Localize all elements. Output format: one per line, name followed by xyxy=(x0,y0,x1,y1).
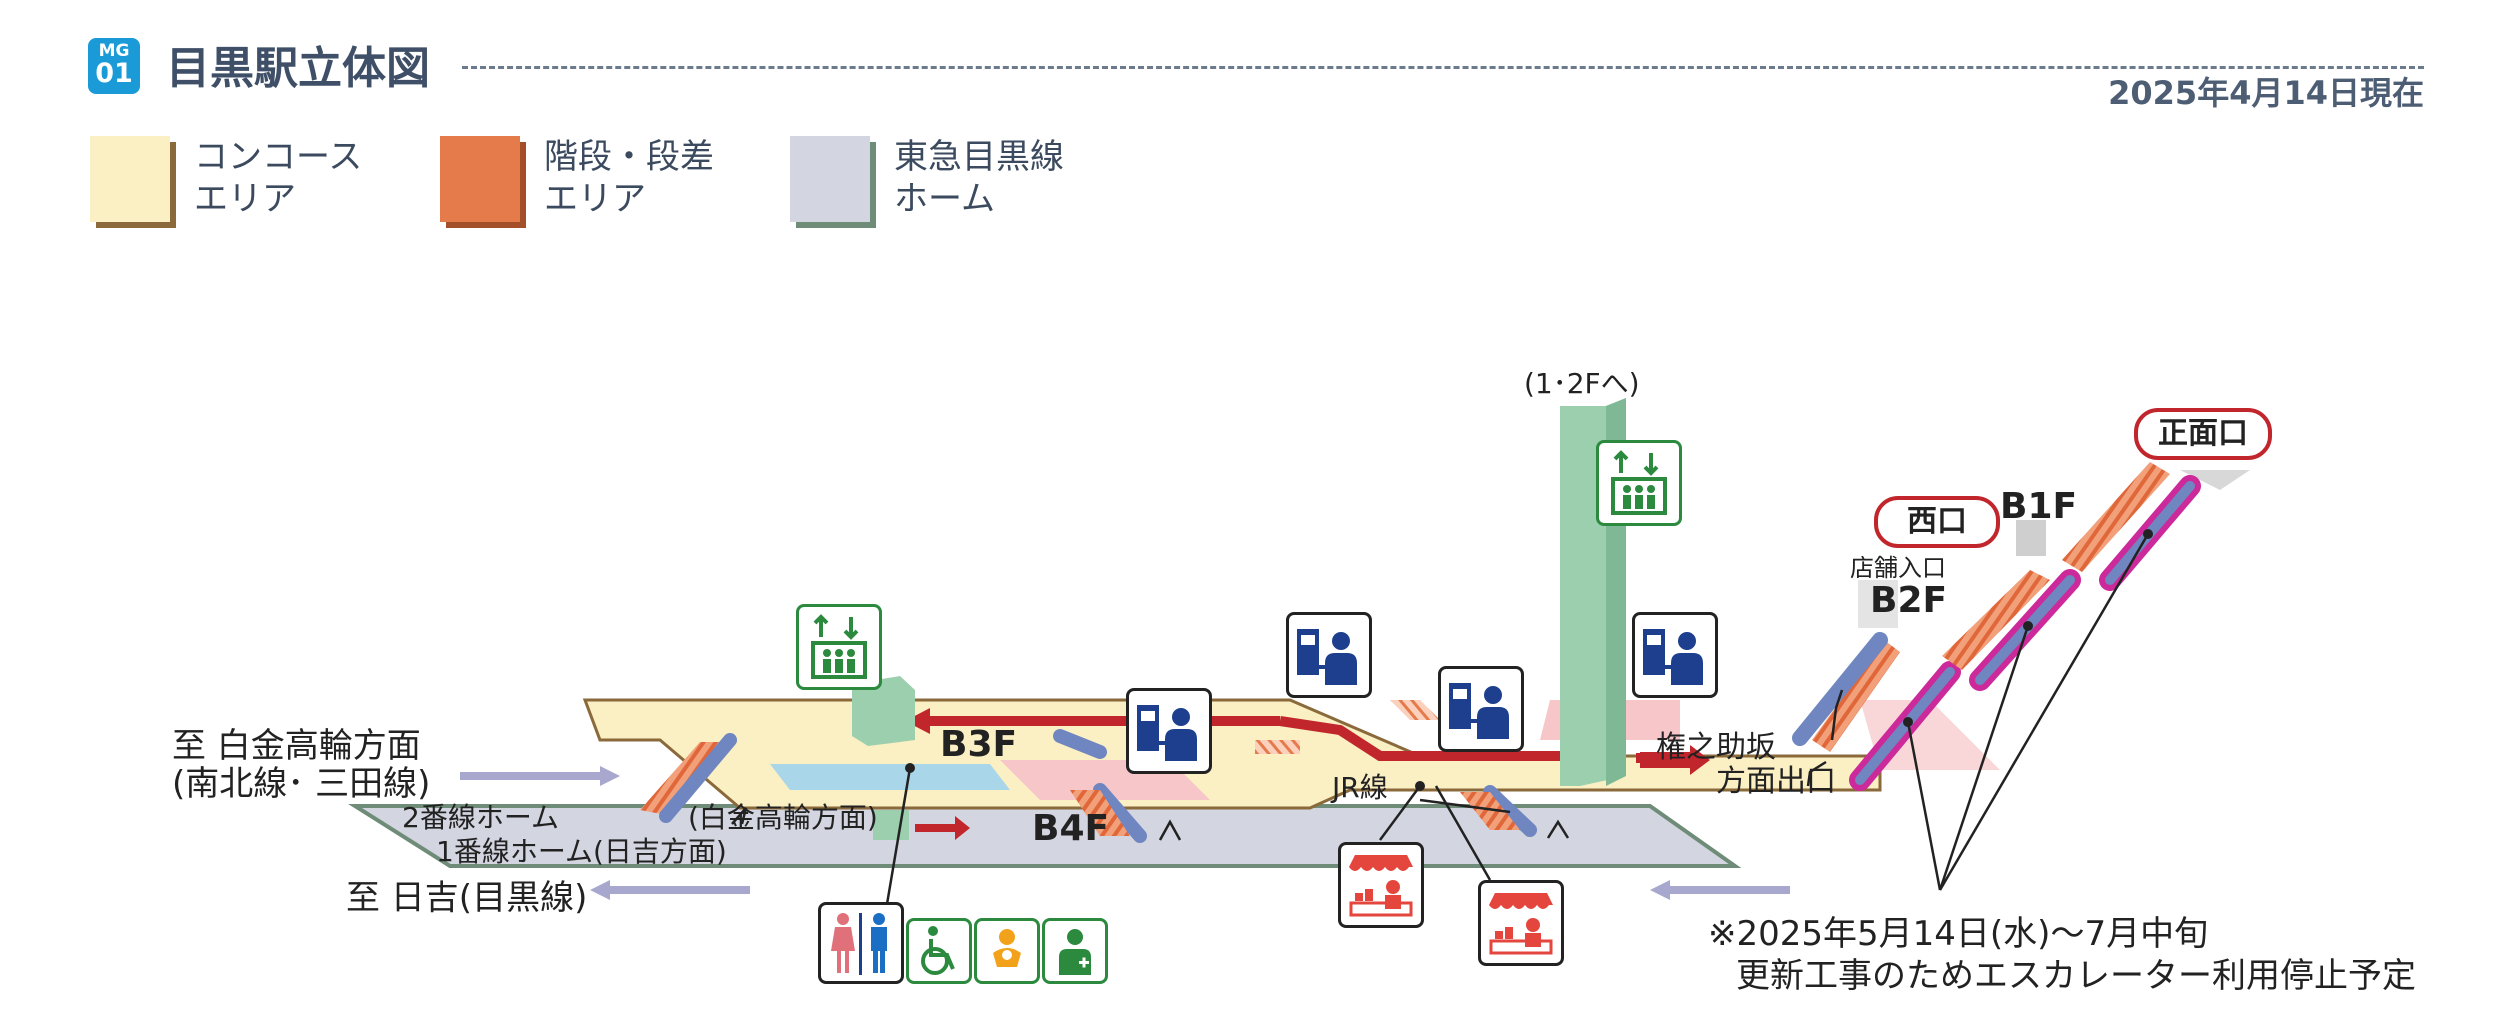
escalator-notice-line1: ※2025年5月14日(水)～7月中旬 xyxy=(1708,914,2209,954)
baby-icon xyxy=(974,918,1040,984)
gonnosuke-exit-label-1: 権之助坂 xyxy=(1656,730,1776,765)
icon-leader-lines xyxy=(884,689,1844,911)
gonnosuke-exit-label-2: 方面出口 xyxy=(1716,764,1836,799)
jr-line-label: JR線 xyxy=(1332,771,1388,804)
ticket-office-icon xyxy=(1126,688,1212,774)
track-arrow-right xyxy=(1650,880,1790,900)
legend-label-line1: 東急目黒線 xyxy=(894,137,1064,177)
elevator-shaft-b4f xyxy=(873,810,909,840)
platform-2-direction-label: (白金高輪方面) xyxy=(688,801,878,834)
to-upper-floors-label: (1･2Fへ) xyxy=(1524,367,1640,400)
floor-label-b3f: B3F xyxy=(940,724,1018,765)
line-code-number: 01 xyxy=(95,58,133,89)
exit-west-label: 西口 xyxy=(1907,504,1967,539)
shop-icon xyxy=(1478,880,1564,966)
title-divider xyxy=(462,66,2424,69)
track-arrow-hiyoshi xyxy=(590,880,750,900)
b3f-blue-zone xyxy=(770,764,1010,790)
track-arrow-shirokane xyxy=(460,766,620,786)
floor-label-b2f: B2F xyxy=(1870,580,1948,621)
hook-arrow-1 xyxy=(731,807,748,825)
legend-swatch-platform xyxy=(790,136,876,228)
line-code-letters: MG xyxy=(98,41,130,61)
b1f-block xyxy=(2016,520,2046,556)
escalator-b3f-mid xyxy=(1053,729,1107,759)
toilet-icon xyxy=(818,902,904,984)
route-arrow-gonnosuke xyxy=(1640,745,1710,775)
dest-hiyoshi-label: 至 日吉(目黒線) xyxy=(346,878,588,918)
line-code-badge: MG 01 xyxy=(88,38,140,94)
escalator-left xyxy=(659,733,737,823)
hook-arrow-3 xyxy=(1546,819,1570,839)
floor-label-b1f: B1F xyxy=(2000,486,2078,527)
floor-label-b4f: B4F xyxy=(1032,808,1110,849)
main-exit-floor xyxy=(2180,470,2250,490)
legend-label-line2: エリア xyxy=(194,179,296,219)
notice-leader-lines xyxy=(1906,533,2150,891)
legend-label-line1: コンコース xyxy=(194,137,363,177)
elevator-icon xyxy=(796,604,882,690)
exit-main-label: 正面口 xyxy=(2158,416,2248,451)
escalator-notice-line2: 更新工事のためエスカレーター利用停止予定 xyxy=(1736,956,2416,996)
exit-west-badge: 西口 xyxy=(1874,496,2000,548)
dest-shirokane-label-2: (南北線･ 三田線) xyxy=(172,764,431,804)
ticket-office-icon xyxy=(1438,666,1524,752)
stairs-jr xyxy=(1460,792,1520,830)
elevator-shaft-small xyxy=(852,676,915,746)
route-arrow-b4f xyxy=(915,816,970,840)
stairs-b3f-mid xyxy=(1255,740,1300,754)
legend-label-line2: エリア xyxy=(544,179,646,219)
shop-entrance-wall xyxy=(1858,580,1898,628)
page-title: 目黒駅立体図 xyxy=(166,43,430,94)
platform-2-label: 2番線ホーム xyxy=(402,801,559,834)
as-of-date: 2025年4月14日現在 xyxy=(2108,74,2424,112)
escalator-b4f xyxy=(1093,783,1147,843)
stairs-main xyxy=(2062,462,2170,572)
stairs-b2f xyxy=(1942,570,2050,670)
route-arrow-b3f xyxy=(905,708,1280,734)
exit-main-badge: 正面口 xyxy=(2134,408,2272,460)
legend-label-line2: ホーム xyxy=(894,179,995,219)
legend-swatch-concourse xyxy=(90,136,176,228)
stairs-b4f xyxy=(1070,790,1130,836)
wheelchair-icon xyxy=(906,918,972,984)
elevator-icon xyxy=(1596,440,1682,526)
first-aid-icon xyxy=(1042,918,1108,984)
platform-1-label: 1番線ホーム(日吉方面) xyxy=(436,835,727,868)
dest-shirokane-label-1: 至 白金高輪方面 xyxy=(172,726,421,766)
stairs-b3f-upper xyxy=(1390,700,1440,720)
legend-label-line1: 階段・段差 xyxy=(544,137,714,177)
ticket-office-icon xyxy=(1632,612,1718,698)
escalator-west-a xyxy=(1792,632,1888,746)
ticket-office-icon xyxy=(1286,612,1372,698)
shop-icon xyxy=(1338,842,1424,928)
hook-arrow-2 xyxy=(1158,819,1182,841)
legend-swatch-stairs xyxy=(440,136,526,228)
route-line-b3f xyxy=(1279,716,1600,761)
shop-entrance-label: 店舗入口 xyxy=(1850,554,1946,582)
